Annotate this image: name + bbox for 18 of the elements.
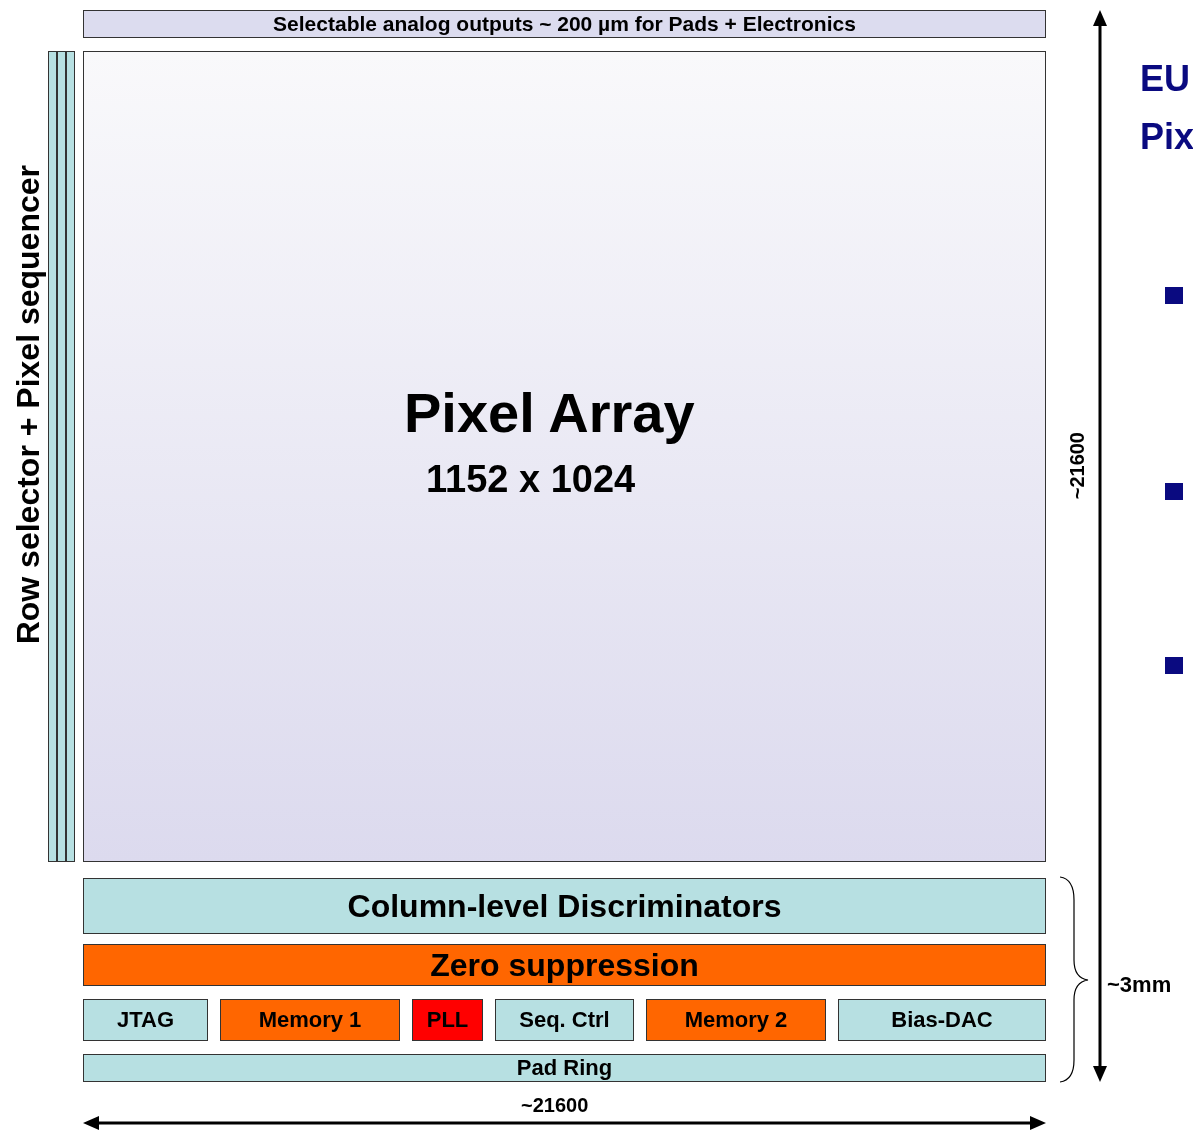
circuit-block: Seq. Ctrl	[495, 999, 634, 1041]
dimension-label: ~3mm	[1107, 972, 1172, 998]
circuit-block: PLL	[412, 999, 483, 1041]
pad-ring-block: Pad Ring	[83, 1054, 1046, 1082]
pixel-array-block	[83, 51, 1046, 862]
zero-suppression-block: Zero suppression	[83, 944, 1046, 986]
block-label: Row selector + Pixel sequencer	[10, 165, 47, 645]
analog-output-strip: Selectable analog outputs ~ 200 µm for Pads + Electronics	[83, 10, 1046, 38]
dimension-label: ~21600	[1066, 432, 1089, 500]
circuit-block: JTAG	[83, 999, 208, 1041]
circuit-block: Memory 1	[220, 999, 400, 1041]
array-size: 1152 x 1024	[426, 458, 636, 501]
dimension-label: ~21600	[521, 1094, 589, 1117]
heading-fragment: EU	[1140, 58, 1190, 100]
block-title: Pixel Array	[404, 380, 695, 445]
circuit-block: Bias-DAC	[838, 999, 1046, 1041]
circuit-block: Memory 2	[646, 999, 826, 1041]
discriminator-block: Column-level Discriminators	[83, 878, 1046, 934]
